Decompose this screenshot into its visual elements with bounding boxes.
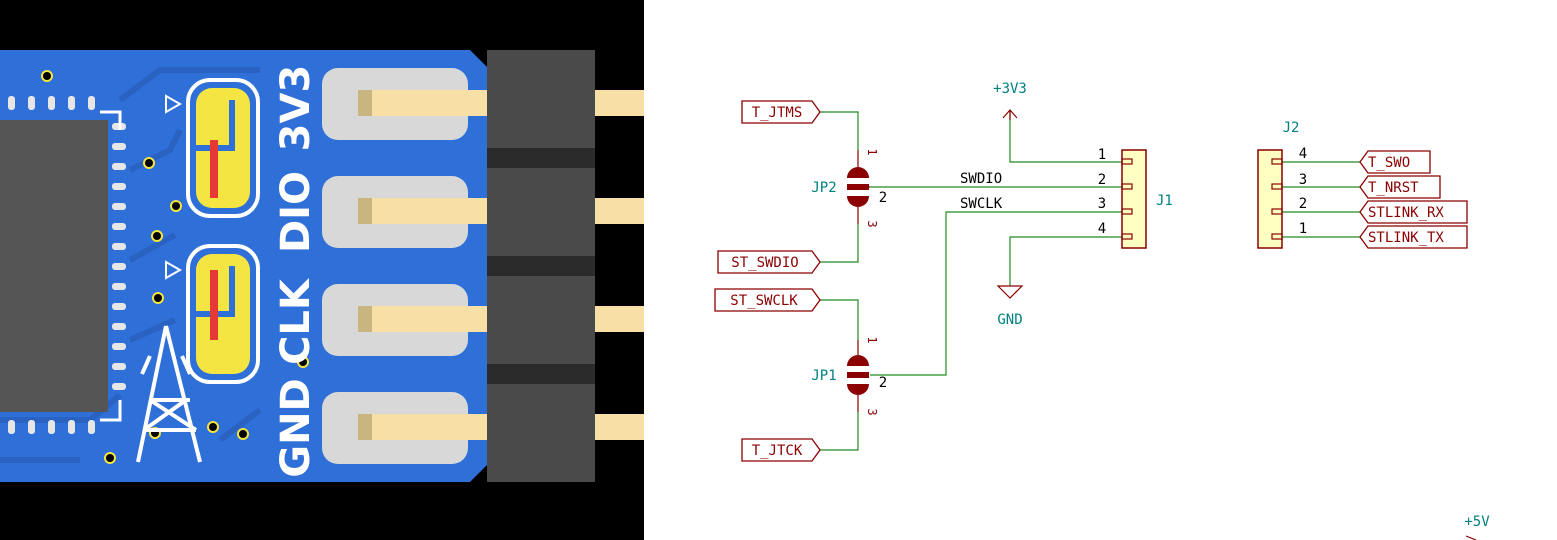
jp2-pin-3: 3 xyxy=(865,220,879,227)
silk-label-3v3: 3V3 xyxy=(273,65,319,152)
jp2-pin-2: 2 xyxy=(879,190,887,206)
jp1-pin-3: 3 xyxy=(865,408,879,415)
jumper-jp2 xyxy=(847,150,870,224)
label-st-swdio: ST_SWDIO xyxy=(731,255,798,271)
pin-header-housing xyxy=(487,50,595,482)
solder-jumper-top xyxy=(165,78,260,218)
j2-pin-number: 2 xyxy=(1299,196,1307,212)
solder-jumper-bottom xyxy=(165,244,260,384)
pcb-traces xyxy=(0,67,262,463)
ic-pins-bottom xyxy=(8,420,95,434)
pad-1 xyxy=(322,68,490,140)
ground-symbol xyxy=(996,285,1024,299)
jp1-pin-2: 2 xyxy=(879,375,887,391)
ref-j1: J1 xyxy=(1156,193,1173,209)
j1-pin-number: 2 xyxy=(1098,172,1106,188)
label-st-swclk: ST_SWCLK xyxy=(730,293,798,309)
j1-pin-number: 4 xyxy=(1098,221,1106,237)
label-stlink-rx: STLINK_RX xyxy=(1368,205,1444,221)
label-t-jtms: T_JTMS xyxy=(752,105,803,121)
ic-chip xyxy=(0,120,108,412)
net-swdio: SWDIO xyxy=(960,171,1002,187)
jp2-pin-1: 1 xyxy=(865,148,879,155)
j2-pin-number: 3 xyxy=(1299,172,1307,188)
antenna-logo xyxy=(136,325,202,463)
jp1-pin-1: 1 xyxy=(865,336,879,343)
jumper-jp1 xyxy=(847,340,869,412)
power-5v-label: +5V xyxy=(1464,514,1490,530)
silk-label-dio: DIO xyxy=(273,171,319,253)
ic-pins-right xyxy=(112,123,126,390)
j2-pin-number: 4 xyxy=(1299,146,1307,162)
pad-4 xyxy=(322,392,490,464)
pad-3 xyxy=(322,284,490,356)
schematic: T_JTMS ST_SWDIO ST_SWCLK T_JTCK T_SWO T_… xyxy=(714,81,1490,540)
schematic-wires xyxy=(820,110,1360,451)
power-5v-symbol xyxy=(1465,535,1477,540)
silk-label-gnd: GND xyxy=(273,378,319,478)
header-pins xyxy=(595,90,644,440)
power-3v3-label: +3V3 xyxy=(993,81,1027,97)
pcb-render: 3V3 DIO CLK GND xyxy=(0,0,644,540)
connector-j1 xyxy=(1121,149,1147,249)
label-t-nrst: T_NRST xyxy=(1368,180,1419,196)
ic-silk-outline xyxy=(100,110,122,422)
label-shapes xyxy=(714,100,1468,462)
ic-pins-top xyxy=(8,96,95,110)
label-stlink-tx: STLINK_TX xyxy=(1368,230,1444,246)
ref-jp1: JP1 xyxy=(811,368,836,384)
connector-j2 xyxy=(1257,149,1283,249)
j2-pin-number: 1 xyxy=(1299,221,1307,237)
silk-label-clk: CLK xyxy=(273,277,319,365)
ref-jp2: JP2 xyxy=(811,180,836,196)
j1-pin-number: 1 xyxy=(1098,147,1106,163)
j1-pin-number: 3 xyxy=(1098,196,1106,212)
power-3v3-symbol xyxy=(1002,109,1018,120)
pad-2 xyxy=(322,176,490,248)
label-t-jtck: T_JTCK xyxy=(752,443,803,459)
ref-j2: J2 xyxy=(1283,120,1300,136)
power-gnd-label: GND xyxy=(997,312,1022,328)
label-t-swo: T_SWO xyxy=(1368,155,1410,171)
net-swclk: SWCLK xyxy=(960,196,1003,212)
